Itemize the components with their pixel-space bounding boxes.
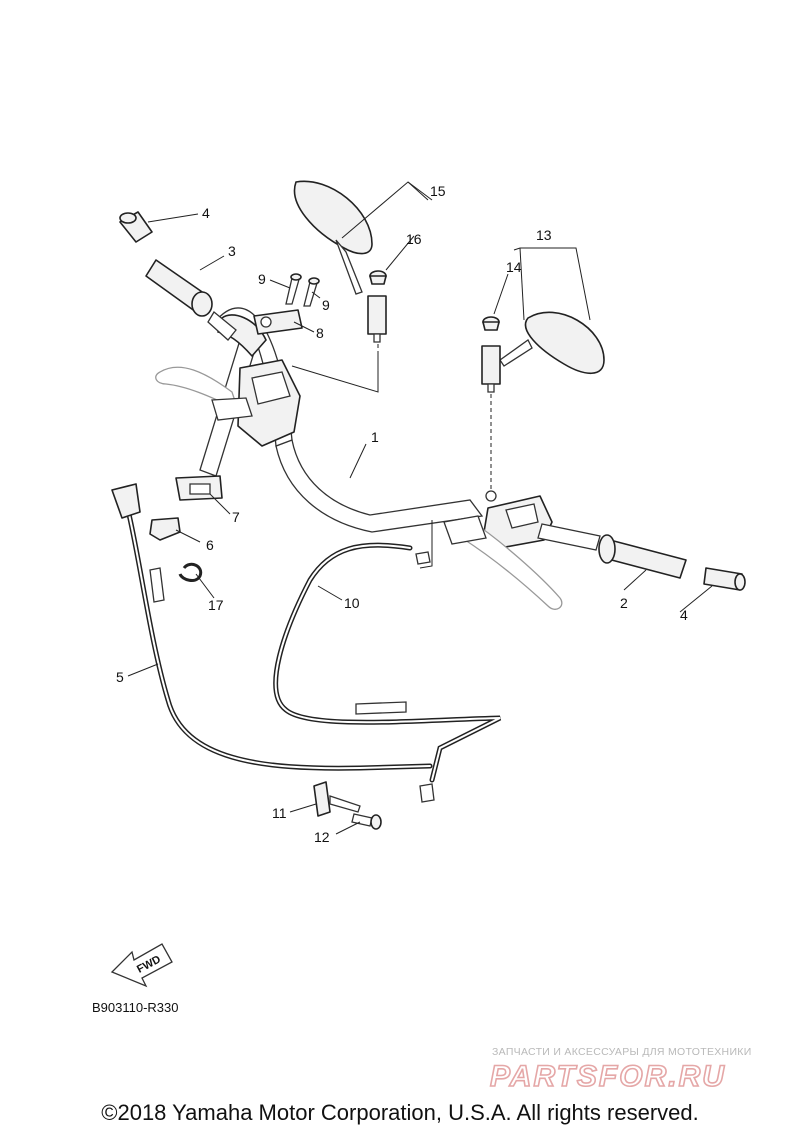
- mirror-left: [293, 180, 387, 343]
- watermark-brand: PARTSFOR.RU: [490, 1060, 726, 1093]
- callout-12: 12: [314, 829, 330, 845]
- bracket-11: [313, 781, 361, 817]
- callout-2: 2: [620, 595, 628, 611]
- clip-17: [178, 562, 203, 582]
- callout-11: 11: [272, 805, 287, 821]
- callout-7: 7: [232, 509, 240, 525]
- mirror-caps: [369, 270, 500, 331]
- callout-9-upper: 9: [258, 271, 266, 287]
- upper-holder: [253, 309, 303, 335]
- drawing-code: B903110-R330: [92, 1000, 179, 1015]
- callout-1: 1: [371, 429, 379, 445]
- clamp-6: [149, 517, 181, 541]
- brake-lever-right: [443, 515, 563, 610]
- callout-3: 3: [228, 243, 236, 259]
- callout-6: 6: [206, 537, 214, 553]
- callout-numbers: 1 2 3 4 4 5 6 7 8 9 9 10 11 12 13 14 15 …: [116, 183, 688, 845]
- callout-5: 5: [116, 669, 124, 685]
- watermark-tagline: ЗАПЧАСТИ И АКСЕССУАРЫ ДЛЯ МОТОТЕХНИКИ: [492, 1046, 752, 1058]
- callout-10: 10: [344, 595, 360, 611]
- copyright-notice: ©2018 Yamaha Motor Corporation, U.S.A. A…: [101, 1100, 699, 1125]
- callout-15: 15: [430, 183, 446, 199]
- callout-4-right: 4: [680, 607, 688, 623]
- right-switch-housing: [483, 490, 553, 549]
- callout-4-left: 4: [202, 205, 210, 221]
- grip-right: [537, 523, 687, 579]
- screw-12: [351, 813, 382, 830]
- callout-17: 17: [208, 597, 224, 613]
- callout-8: 8: [316, 325, 324, 341]
- fwd-arrow: FWD: [110, 943, 173, 988]
- callout-13: 13: [536, 227, 552, 243]
- grip-left: [145, 259, 237, 341]
- lower-holder: [175, 475, 223, 501]
- clutch-cable: [111, 483, 433, 771]
- callout-14: 14: [506, 259, 522, 275]
- clutch-lever-left: [155, 366, 253, 421]
- leader-lines: [127, 181, 713, 835]
- holder-bolts: [285, 273, 320, 307]
- throttle-cables: [273, 542, 502, 803]
- grip-end-right: [703, 567, 746, 591]
- callout-16: 16: [406, 231, 422, 247]
- watermark: ЗАПЧАСТИ И АКСЕССУАРЫ ДЛЯ МОТОТЕХНИКИ PA…: [489, 1046, 752, 1094]
- mirror-right: [481, 311, 605, 393]
- callout-9-lower: 9: [322, 297, 330, 313]
- grip-end-left: [119, 211, 153, 243]
